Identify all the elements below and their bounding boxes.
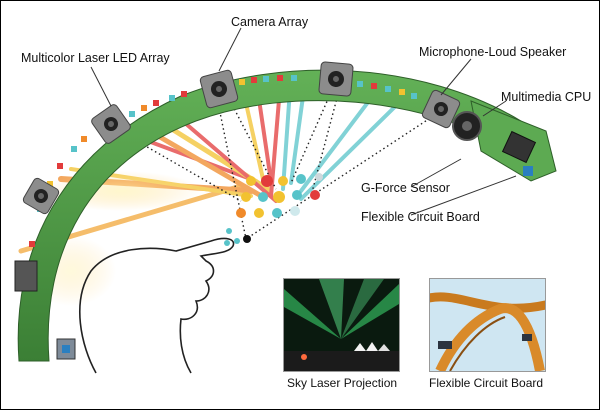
flex-board-caption: Flexible Circuit Board xyxy=(429,376,544,390)
sky-laser-image xyxy=(284,279,399,371)
flex-board-image xyxy=(430,279,545,371)
speaker-component xyxy=(452,111,482,141)
board-connector xyxy=(14,260,76,360)
leader-lines xyxy=(90,27,517,216)
projected-dot-grid xyxy=(224,173,323,246)
sky-laser-photo xyxy=(283,278,400,372)
flex-board-photo xyxy=(429,278,546,372)
label-g-force-sensor: G-Force Sensor xyxy=(361,181,450,195)
cpu-chip xyxy=(501,130,537,176)
label-flexible-circuit-board: Flexible Circuit Board xyxy=(361,210,480,224)
camera-modules xyxy=(22,61,461,215)
hand-outline xyxy=(79,237,235,374)
label-camera-array: Camera Array xyxy=(231,15,309,29)
label-multimedia-cpu: Multimedia CPU xyxy=(501,90,592,104)
label-microphone-loud-speaker: Microphone-Loud Speaker xyxy=(419,45,567,59)
label-multicolor-laser-led-array: Multicolor Laser LED Array xyxy=(21,51,170,65)
sky-laser-caption: Sky Laser Projection xyxy=(287,376,398,390)
